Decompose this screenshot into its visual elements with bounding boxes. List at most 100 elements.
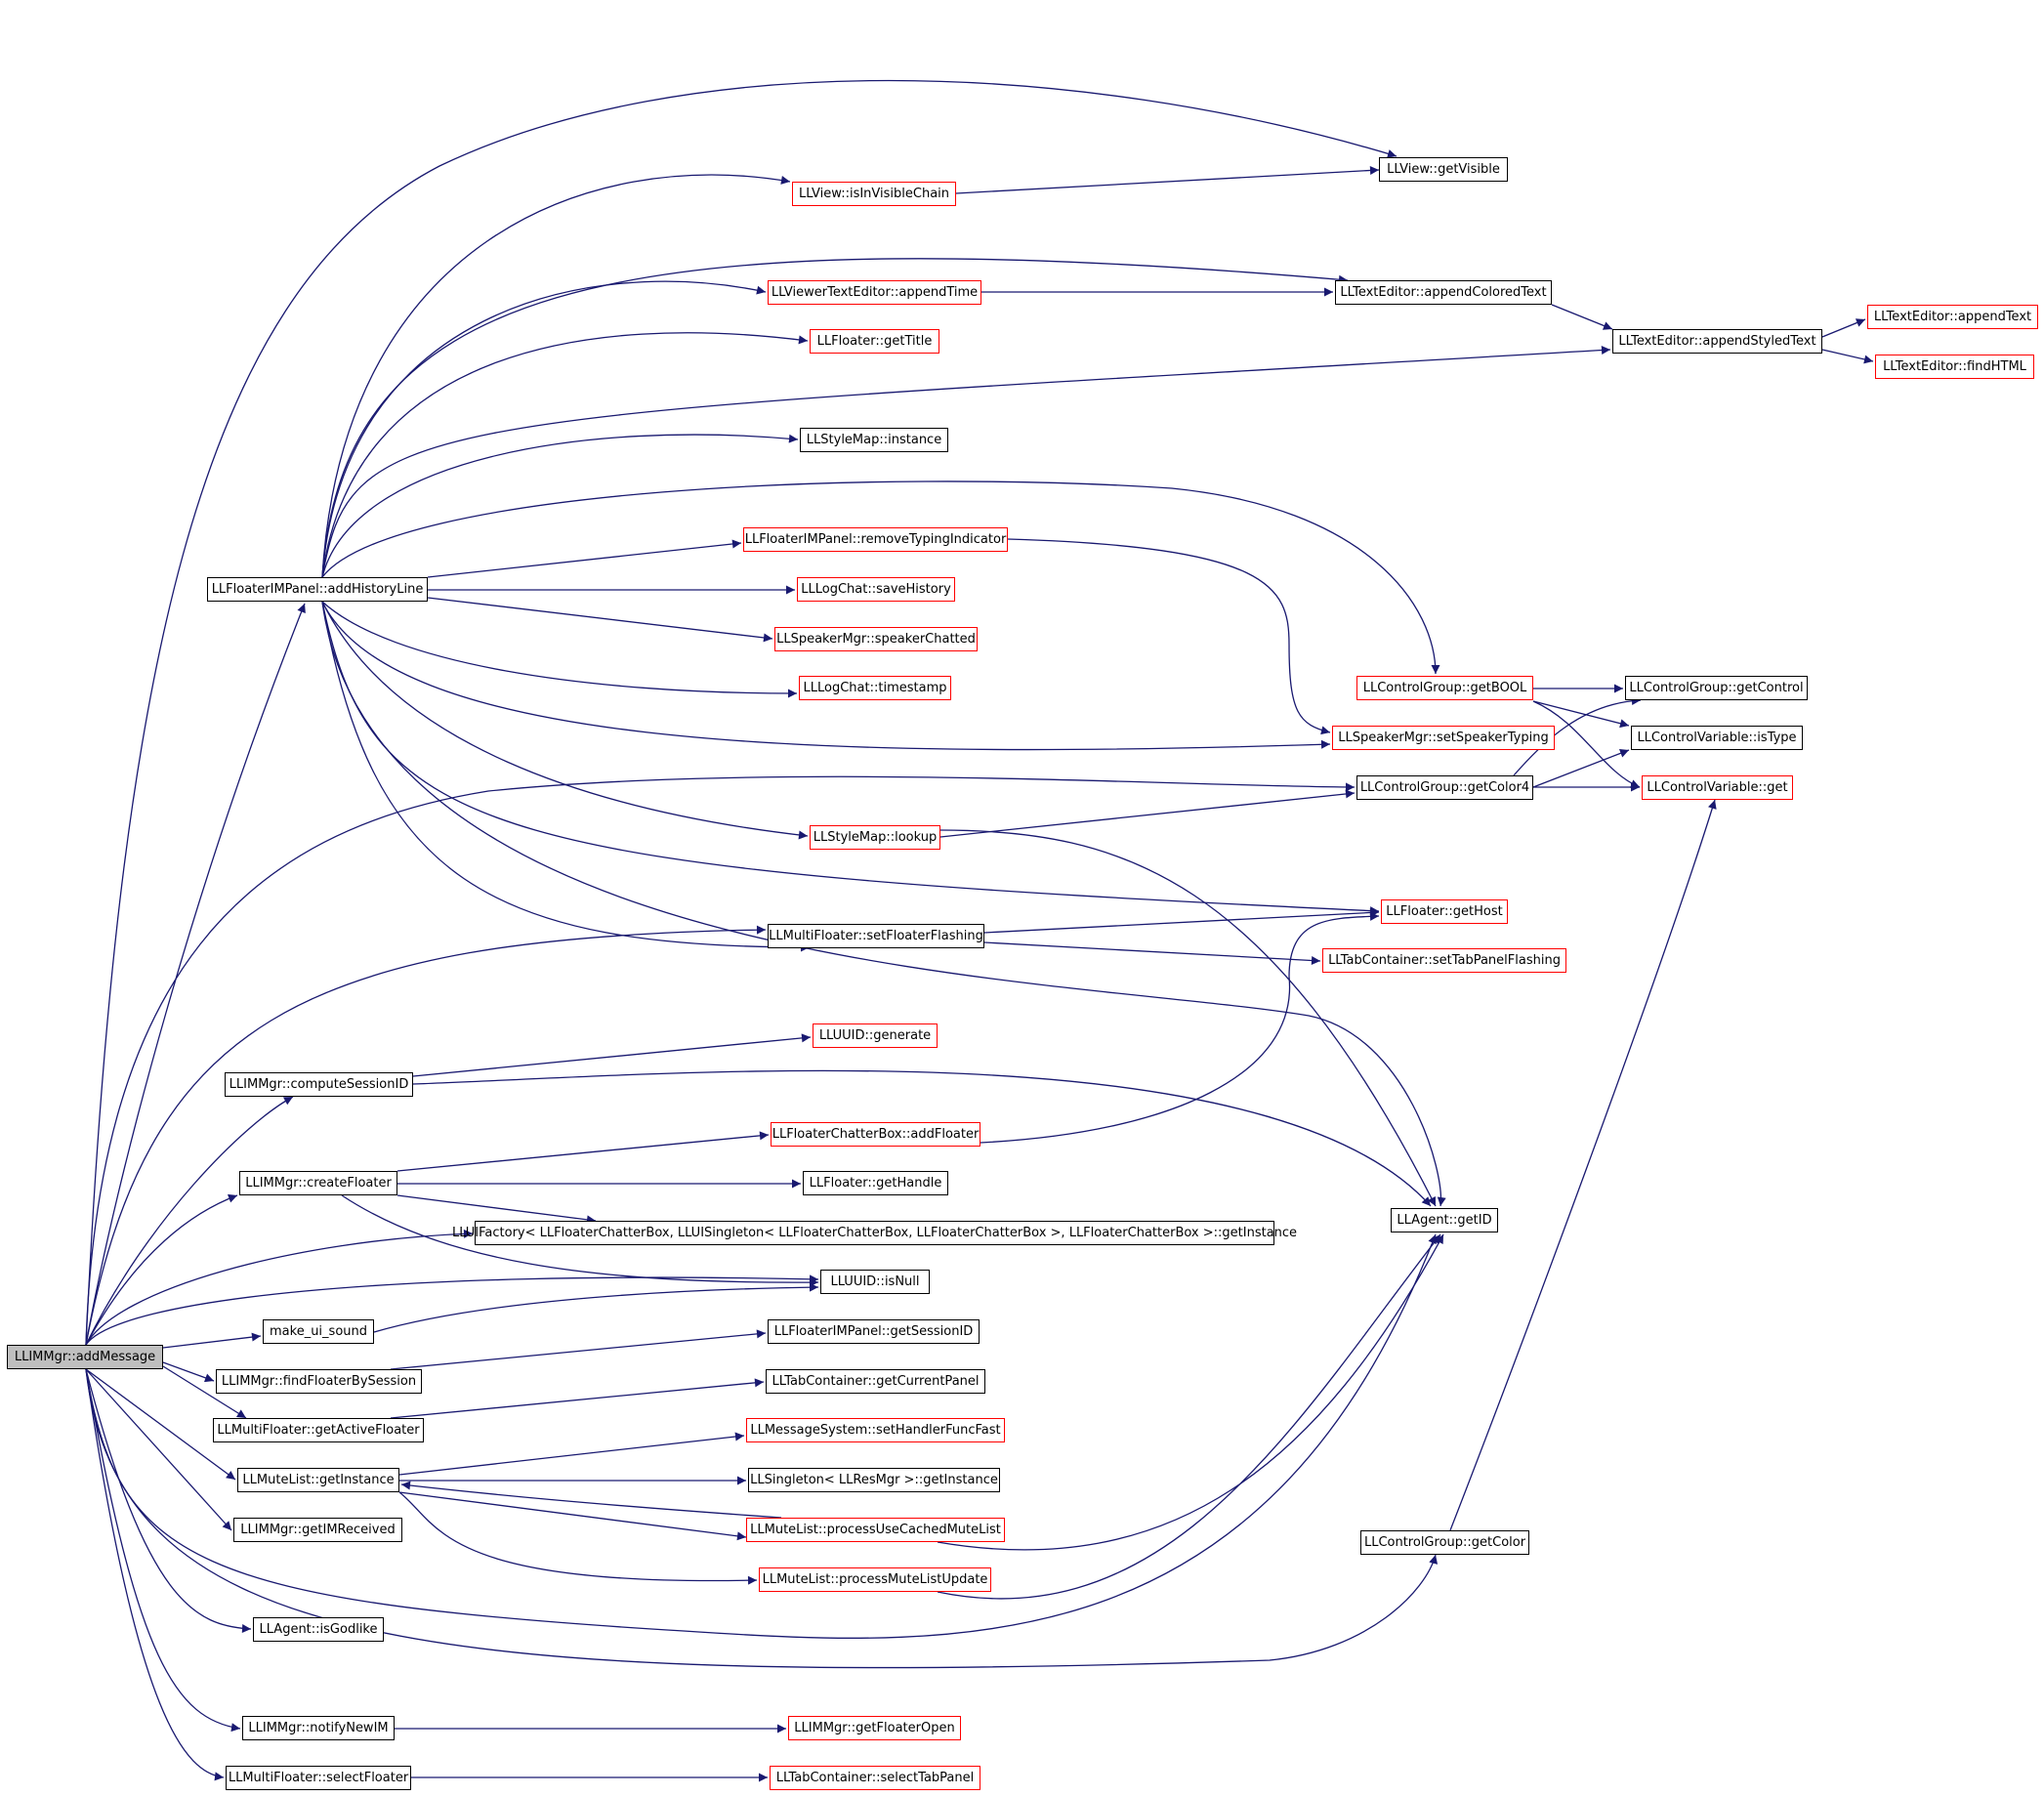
edge-addmessage-getcolor4	[85, 775, 1356, 1346]
edge-to-setfloaterflashing	[321, 601, 811, 952]
node-getbool[interactable]: LLControlGroup::getBOOL	[1356, 676, 1533, 700]
node-addmessage[interactable]: LLIMMgr::addMessage	[7, 1345, 163, 1369]
edge-to-getimreceived	[85, 1368, 232, 1531]
edge-mute-processusecached	[398, 1491, 747, 1541]
node-getactivefloater[interactable]: LLMultiFloater::getActiveFloater	[213, 1418, 424, 1442]
node-findfloaterbysession[interactable]: LLIMMgr::findFloaterBySession	[216, 1369, 422, 1394]
edge-to-createfloater	[85, 1193, 238, 1346]
edge-create-addfloater	[396, 1131, 770, 1172]
node-notifynewim[interactable]: LLIMMgr::notifyNewIM	[242, 1716, 395, 1740]
edge-to-setspeakertyping	[321, 601, 1331, 751]
node-savehistory[interactable]: LLLogChat::saveHistory	[797, 577, 955, 602]
edge-to-gettitle	[321, 332, 809, 578]
node-appendcoloredtext[interactable]: LLTextEditor::appendColoredText	[1335, 280, 1552, 305]
node-removetypingindicator[interactable]: LLFloaterIMPanel::removeTypingIndicator	[743, 527, 1008, 552]
node-speakerchatted[interactable]: LLSpeakerMgr::speakerChatted	[774, 627, 978, 651]
node-mutelist-getinstance[interactable]: LLMuteList::getInstance	[237, 1468, 399, 1492]
node-gethandle[interactable]: LLFloater::getHandle	[803, 1171, 948, 1195]
edge-to-removetyping	[427, 539, 742, 578]
edge-to-lookup	[321, 601, 809, 840]
node-gethost[interactable]: LLFloater::getHost	[1381, 899, 1508, 924]
node-getsessionid[interactable]: LLFloaterIMPanel::getSessionID	[768, 1319, 980, 1344]
node-computesessionid[interactable]: LLIMMgr::computeSessionID	[225, 1072, 413, 1097]
node-createfloater[interactable]: LLIMMgr::createFloater	[239, 1171, 397, 1195]
edge-to-getcolor	[85, 1368, 1439, 1669]
node-uuid-generate[interactable]: LLUUID::generate	[813, 1023, 938, 1048]
node-isgodlike[interactable]: LLAgent::isGodlike	[253, 1617, 384, 1642]
edge-usecached-mute	[400, 1481, 782, 1519]
edge-create-uifactory	[396, 1194, 597, 1225]
edge-to-getvisible	[85, 79, 1397, 1346]
node-gettitle[interactable]: LLFloater::getTitle	[810, 329, 939, 354]
edge-to-appendcoloredtext	[321, 258, 1349, 578]
edge-usecached-getid	[937, 1233, 1444, 1551]
node-findhtml[interactable]: LLTextEditor::findHTML	[1875, 355, 2034, 379]
node-getcontrol[interactable]: LLControlGroup::getControl	[1625, 676, 1808, 700]
node-appendtime[interactable]: LLViewerTextEditor::appendTime	[768, 280, 981, 305]
node-processmutelistupdate[interactable]: LLMuteList::processMuteListUpdate	[759, 1567, 991, 1592]
node-settabpanelflashing[interactable]: LLTabContainer::setTabPanelFlashing	[1322, 948, 1566, 973]
edge-to-selectfloater	[85, 1368, 225, 1781]
node-sethandlerfuncfast[interactable]: LLMessageSystem::setHandlerFuncFast	[746, 1418, 1005, 1442]
edge-to-speakerchatted	[427, 597, 773, 643]
edge-to-appendstyledtext	[321, 346, 1611, 578]
edge-styled-findhtml	[1821, 349, 1874, 364]
edge-update-getid	[937, 1233, 1441, 1600]
edge-to-getactivefloater	[162, 1365, 247, 1419]
edge-session-generate	[412, 1033, 812, 1077]
edge-lookup-getid	[939, 829, 1437, 1207]
node-isinvisiblechain[interactable]: LLView::isInVisibleChain	[792, 182, 956, 206]
edge-to-isinvisiblechain	[321, 174, 791, 578]
node-timestamp[interactable]: LLLogChat::timestamp	[799, 676, 951, 700]
edge-flashing-gethost	[983, 907, 1380, 934]
edge-to-makeuisound	[162, 1332, 262, 1349]
edge-history-getid	[321, 601, 1446, 1207]
edge-create-isnull	[341, 1194, 819, 1287]
node-selecttabpanel[interactable]: LLTabContainer::selectTabPanel	[770, 1766, 980, 1790]
edge-to-computesessionid	[85, 1096, 294, 1346]
edge-color4-getcontrol	[1513, 695, 1642, 776]
node-setfloaterflashing[interactable]: LLMultiFloater::setFloaterFlashing	[768, 924, 984, 948]
node-getcolor4[interactable]: LLControlGroup::getColor4	[1356, 775, 1533, 800]
edge-color4-istype	[1532, 749, 1630, 788]
edge-active-getcurrentpanel	[390, 1378, 765, 1419]
node-isnull[interactable]: LLUUID::isNull	[820, 1270, 930, 1294]
edge-getbool-istype	[1532, 700, 1630, 729]
node-getfloateropen[interactable]: LLIMMgr::getFloaterOpen	[788, 1716, 961, 1740]
edge-addmessage-setfloaterflashing	[85, 925, 767, 1346]
edge-getbool-ctrlget	[1532, 700, 1641, 788]
edge-addmessage-getid	[85, 1233, 1437, 1639]
node-getimreceived[interactable]: LLIMMgr::getIMReceived	[233, 1518, 402, 1542]
node-getcolor[interactable]: LLControlGroup::getColor	[1360, 1530, 1529, 1555]
edge-session-getid	[412, 1069, 1432, 1207]
node-addfloater[interactable]: LLFloaterChatterBox::addFloater	[771, 1122, 980, 1147]
node-getvisible[interactable]: LLView::getVisible	[1379, 157, 1508, 182]
node-setspeakertyping[interactable]: LLSpeakerMgr::setSpeakerTyping	[1332, 726, 1555, 750]
node-stylemap-instance[interactable]: LLStyleMap::instance	[800, 428, 948, 452]
edge-to-uifactory	[85, 1229, 474, 1346]
node-addhistoryline[interactable]: LLFloaterIMPanel::addHistoryLine	[207, 577, 428, 602]
node-getid[interactable]: LLAgent::getID	[1391, 1208, 1498, 1232]
node-appendtext[interactable]: LLTextEditor::appendText	[1867, 305, 2038, 329]
edge-to-isnull	[85, 1274, 819, 1346]
node-uifactory-getinstance[interactable]: LLUIFactory< LLFloaterChatterBox, LLUISi…	[452, 1221, 1297, 1245]
node-getcurrentpanel[interactable]: LLTabContainer::getCurrentPanel	[766, 1369, 985, 1394]
edge-addfloater-gethost	[980, 911, 1380, 1144]
edge-sound-isnull	[373, 1282, 819, 1333]
edge-flashing-settabpanel	[983, 941, 1321, 965]
edge-to-notifynewim	[85, 1368, 241, 1733]
node-processusecachedmutelist[interactable]: LLMuteList::processUseCachedMuteList	[746, 1518, 1005, 1542]
edge-removetyping-setspeaker	[1007, 538, 1331, 735]
node-appendstyledtext[interactable]: LLTextEditor::appendStyledText	[1612, 329, 1822, 354]
edge-lookup-getcolor4	[939, 789, 1356, 838]
edge-mute-sethandler	[398, 1432, 745, 1476]
node-selectfloater[interactable]: LLMultiFloater::selectFloater	[226, 1766, 411, 1790]
edge-to-isgodlike	[85, 1368, 252, 1634]
node-lookup[interactable]: LLStyleMap::lookup	[810, 825, 940, 850]
node-istype[interactable]: LLControlVariable::isType	[1631, 726, 1803, 750]
edge-colored-styled	[1551, 304, 1613, 330]
node-controlvariable-get[interactable]: LLControlVariable::get	[1642, 775, 1793, 800]
node-make-ui-sound[interactable]: make_ui_sound	[263, 1319, 374, 1344]
node-resmgr-getinstance[interactable]: LLSingleton< LLResMgr >::getInstance	[748, 1468, 1000, 1492]
